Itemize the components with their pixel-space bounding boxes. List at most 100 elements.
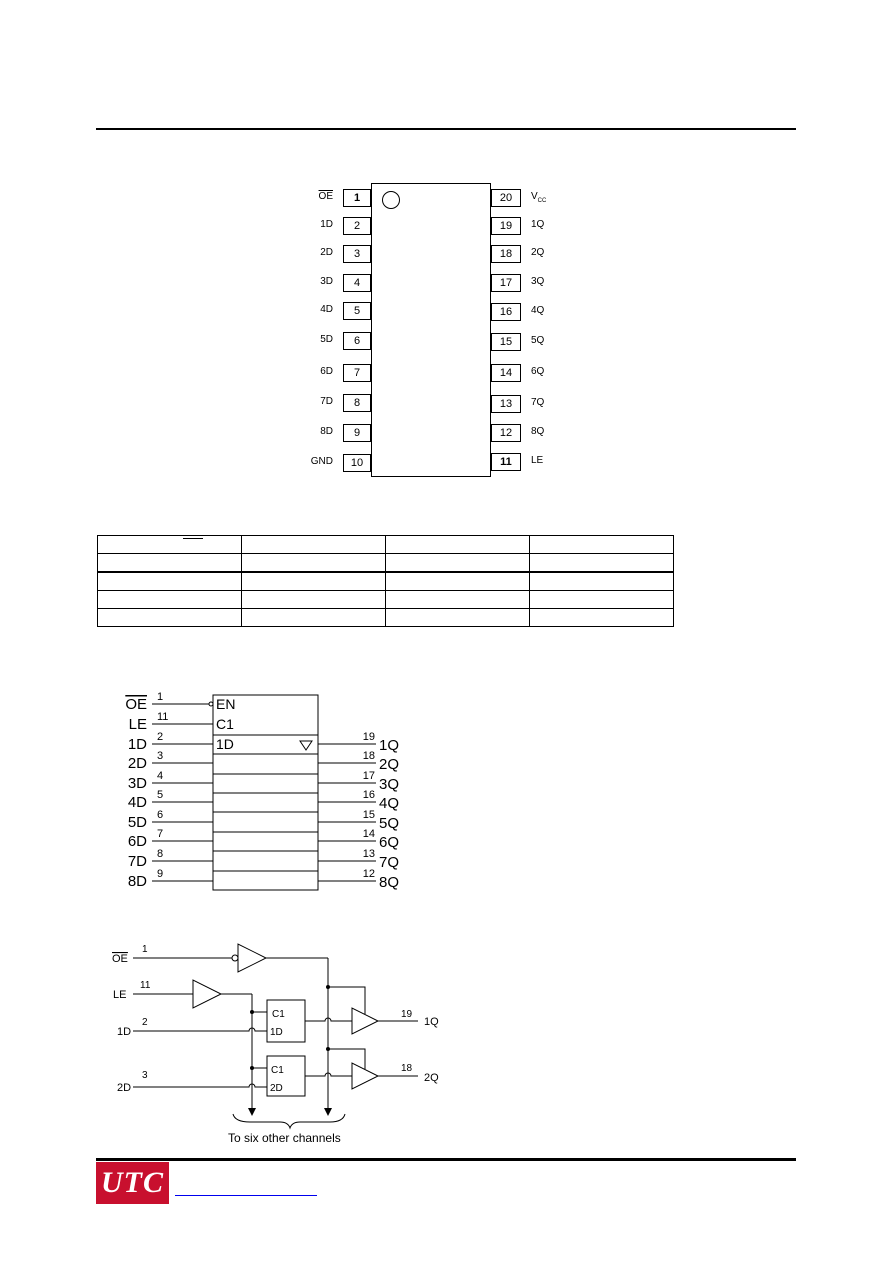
channels-footnote: To six other channels xyxy=(228,1131,341,1145)
inversion-bubble-icon xyxy=(208,701,214,707)
overline-mark xyxy=(183,538,203,539)
q2-enable-wire xyxy=(328,1048,366,1069)
pin-number-box: 10 xyxy=(343,454,371,472)
input-label: 2D xyxy=(128,755,147,772)
utc-logo: UTC xyxy=(96,1162,169,1204)
pin-label: 5D xyxy=(320,334,333,345)
table-cell xyxy=(97,535,242,554)
table-row xyxy=(97,608,674,627)
pin-label: LE xyxy=(531,455,543,466)
le-bus-arrow-icon xyxy=(248,1108,256,1116)
pin-number-box: 4 xyxy=(343,274,371,292)
input-label: 5D xyxy=(128,814,147,831)
pin-label: 5Q xyxy=(531,335,544,346)
pin-label-text: V xyxy=(531,191,538,202)
latch-1-d: 1D xyxy=(270,1027,283,1038)
output-label: 1Q xyxy=(379,737,399,754)
pin-label-subscript: CC xyxy=(537,198,547,204)
d1-pin-number: 2 xyxy=(142,1017,148,1028)
input-pin-number: 9 xyxy=(157,868,163,880)
q2-label: 2Q xyxy=(424,1072,439,1084)
output-label: 7Q xyxy=(379,854,399,871)
latch-1 xyxy=(266,999,306,1043)
output-pin-number: 14 xyxy=(363,828,375,840)
pin-number-box: 19 xyxy=(491,217,521,235)
channels-brace-icon xyxy=(232,1113,346,1130)
input-label: 3D xyxy=(128,775,147,792)
q1-pin-number: 19 xyxy=(401,1009,413,1020)
output-label: 5Q xyxy=(379,815,399,832)
input-pin-number: 4 xyxy=(157,770,163,782)
pin-number-box: 17 xyxy=(491,274,521,292)
input-label: 4D xyxy=(128,794,147,811)
input-pin-number: 5 xyxy=(157,789,163,801)
block-label: EN xyxy=(216,696,235,712)
input-label: OE xyxy=(125,696,147,713)
input-pin-number: 7 xyxy=(157,828,163,840)
oe-label: OE xyxy=(112,953,128,965)
pin-number-box: 5 xyxy=(343,302,371,320)
output-pin-number: 18 xyxy=(363,750,375,762)
pin-label: VCC xyxy=(531,191,546,204)
latch-1-c1: C1 xyxy=(272,1009,285,1020)
oe-buffer-icon xyxy=(237,943,268,973)
pin-number-box: 9 xyxy=(343,424,371,442)
table-header-row xyxy=(97,535,674,554)
pin-label-text: 2Q xyxy=(531,247,545,258)
pin-number-box: 14 xyxy=(491,364,521,382)
function-table xyxy=(97,535,674,627)
output-pin-number: 15 xyxy=(363,809,375,821)
pin-number-box: 12 xyxy=(491,424,521,442)
pin-label-text: 7Q xyxy=(531,397,545,408)
oe-inverter-bubble-icon xyxy=(231,954,239,962)
website-link-underline[interactable] xyxy=(175,1195,317,1196)
d2-pin-number: 3 xyxy=(142,1070,148,1081)
pin-label-text: 4Q xyxy=(531,305,545,316)
input-label: 1D xyxy=(128,736,147,753)
input-pin-number: 6 xyxy=(157,809,163,821)
input-label: 6D xyxy=(128,833,147,850)
pin-number-box: 16 xyxy=(491,303,521,321)
q1-label: 1Q xyxy=(424,1016,439,1028)
le-label: LE xyxy=(113,989,126,1001)
table-cell xyxy=(529,608,674,627)
pin-number-box: 13 xyxy=(491,395,521,413)
pin-label-text: 5Q xyxy=(531,335,545,346)
d2-label: 2D xyxy=(117,1082,131,1094)
input-pin-number: 8 xyxy=(157,848,163,860)
q1-enable-wire xyxy=(328,986,366,1014)
le-pin-number: 11 xyxy=(140,980,151,991)
output-label: 4Q xyxy=(379,795,399,812)
output-pin-number: 13 xyxy=(363,848,375,860)
junction-dot xyxy=(250,1010,254,1014)
pin-label: 1D xyxy=(320,219,333,230)
latch-2 xyxy=(266,1055,306,1097)
oe-pin-number: 1 xyxy=(142,944,148,955)
pin-label-text: LE xyxy=(531,455,544,466)
block-label: C1 xyxy=(216,716,234,732)
input-pin-number: 1 xyxy=(157,691,163,703)
pin-label: 3Q xyxy=(531,276,544,287)
pin-label: 2Q xyxy=(531,247,544,258)
pin-label-text: 8Q xyxy=(531,426,545,437)
pin-label: GND xyxy=(310,456,333,467)
pin-number-box: 7 xyxy=(343,364,371,382)
pin-label: 8Q xyxy=(531,426,544,437)
pin-label: OE xyxy=(318,191,333,202)
output-label: 2Q xyxy=(379,756,399,773)
junction-dot xyxy=(326,985,330,989)
footer-rule xyxy=(96,1158,796,1161)
q2-output-buffer-icon xyxy=(351,1062,380,1090)
output-pin-number: 12 xyxy=(363,868,375,880)
input-label: 7D xyxy=(128,853,147,870)
output-label: 3Q xyxy=(379,776,399,793)
junction-dot xyxy=(326,1047,330,1051)
input-label: 8D xyxy=(128,873,147,890)
pin-label: 1Q xyxy=(531,219,544,230)
latch-2-d: 2D xyxy=(270,1083,283,1094)
d1-label: 1D xyxy=(117,1026,131,1038)
le-buffer-icon xyxy=(192,979,223,1009)
pin-label: 6Q xyxy=(531,366,544,377)
output-label: 6Q xyxy=(379,834,399,851)
